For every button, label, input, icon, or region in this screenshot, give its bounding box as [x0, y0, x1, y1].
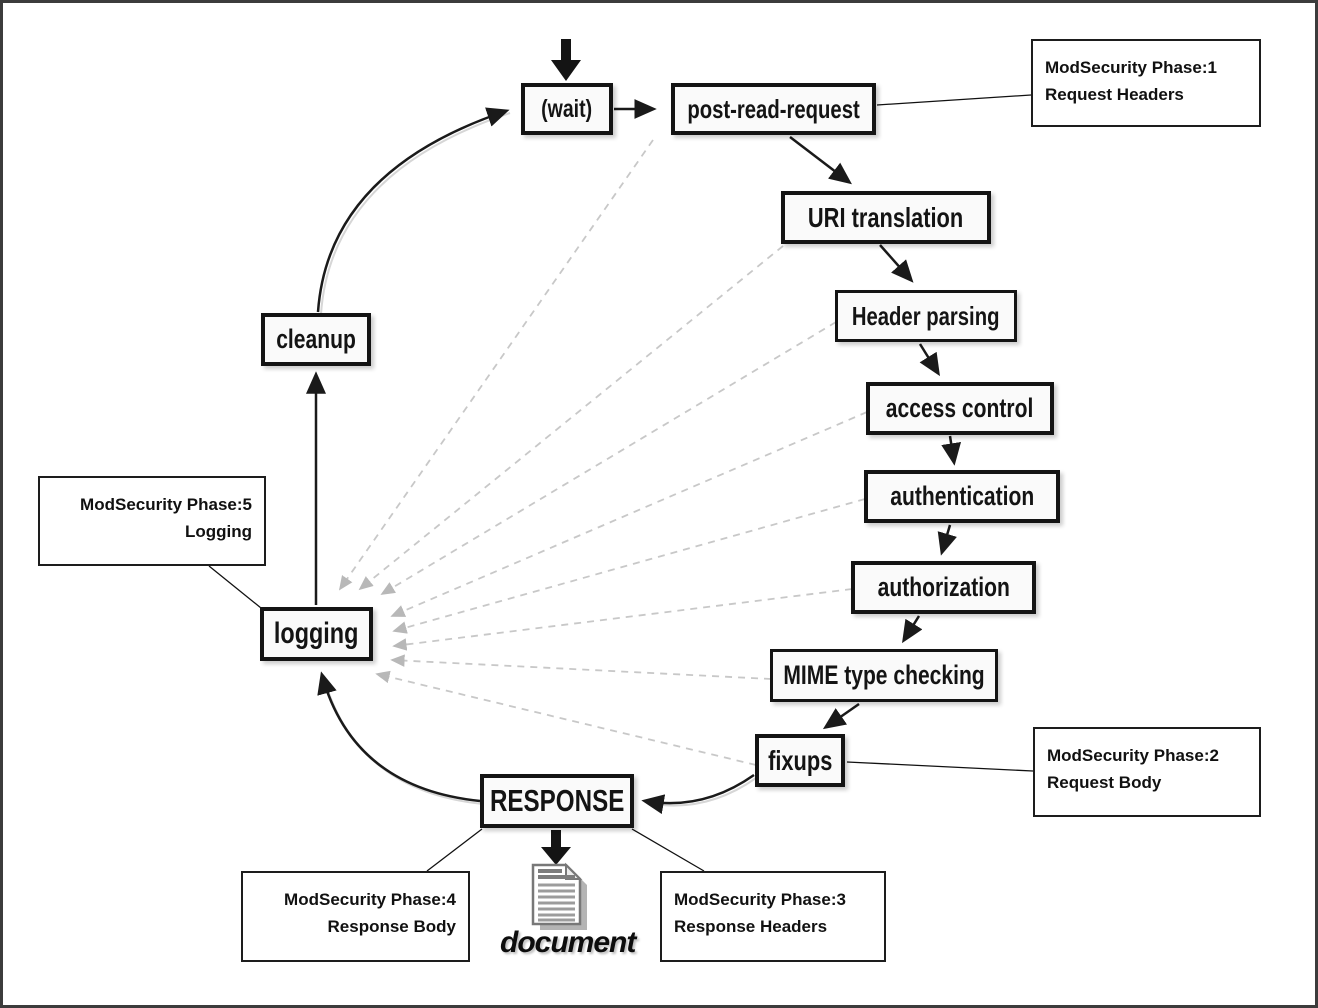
node-access-control-label: access control: [886, 393, 1034, 423]
callout-modsecurity-phase-4: ModSecurity Phase:4 Response Body: [241, 871, 470, 962]
node-logging: logging: [260, 607, 373, 661]
arrow-response-to-logging: [317, 671, 481, 803]
response-to-document-arrow-icon: [541, 830, 571, 865]
node-post-read-request: post-read-request: [671, 83, 876, 135]
node-authentication-label: authentication: [890, 481, 1034, 511]
node-cleanup: cleanup: [261, 313, 371, 366]
arc-shadows: [320, 112, 757, 807]
phase1-line2: Request Headers: [1045, 85, 1184, 105]
phase1-line1: ModSecurity Phase:1: [1045, 58, 1217, 77]
node-cleanup-label: cleanup: [276, 324, 356, 354]
node-mime-type-checking: MIME type checking: [770, 649, 998, 702]
node-post-read-request-label: post-read-request: [687, 93, 860, 124]
node-wait: (wait): [521, 83, 613, 135]
phase2-line2: Request Body: [1047, 773, 1162, 793]
phase5-line2: Logging: [184, 522, 252, 542]
node-response-label: RESPONSE: [489, 783, 625, 818]
dashed-post-read-to-logging: [338, 139, 654, 591]
node-logging-label: logging: [274, 617, 359, 650]
node-fixups-label: fixups: [767, 744, 833, 776]
phase2-line1: ModSecurity Phase:2: [1047, 746, 1219, 765]
dashed-auth-to-logging: [392, 498, 866, 634]
node-mime-type-checking-label: MIME type checking: [783, 660, 985, 690]
entry-arrow-icon: [551, 39, 581, 81]
callout-modsecurity-phase-1: ModSecurity Phase:1 Request Headers: [1031, 39, 1261, 127]
callout-modsecurity-phase-2: ModSecurity Phase:2 Request Body: [1033, 727, 1261, 817]
node-access-control: access control: [866, 382, 1054, 435]
phase4-line1: ModSecurity Phase:4: [284, 890, 456, 909]
arrow-mime-to-fixups: [822, 702, 860, 730]
arrow-uri-to-header: [879, 244, 914, 283]
node-authorization: authorization: [851, 561, 1036, 614]
arrow-cleanup-to-wait: [316, 107, 510, 313]
arrow-access-to-authn: [941, 435, 962, 466]
phase3-line1: ModSecurity Phase:3: [674, 890, 846, 909]
callout-modsecurity-phase-5: ModSecurity Phase:5 Logging: [38, 476, 266, 566]
node-header-parsing: Header parsing: [835, 290, 1017, 342]
arrow-authz-to-mime: [902, 615, 923, 644]
phase3-line2: Response Headers: [674, 917, 828, 937]
arrow-header-to-access: [918, 343, 940, 377]
document-icon: [531, 862, 587, 930]
node-uri-translation-label: URI translation: [808, 201, 964, 233]
leader-phase2: [846, 761, 1034, 772]
dashed-authz-to-logging: [392, 588, 853, 651]
phase5-line1: ModSecurity Phase:5: [80, 495, 252, 514]
node-wait-label: (wait): [541, 94, 593, 123]
arrow-fixups-to-response: [641, 773, 755, 815]
arrow-authn-to-authz: [937, 524, 957, 556]
leader-phase3: [631, 828, 705, 872]
node-header-parsing-label: Header parsing: [852, 300, 1000, 331]
document-label: document: [500, 926, 636, 959]
dashed-access-to-logging: [390, 411, 868, 617]
node-uri-translation: URI translation: [781, 191, 991, 244]
dashed-mime-to-logging: [390, 654, 772, 680]
dashed-header-to-logging: [380, 321, 837, 595]
node-response: RESPONSE: [480, 774, 634, 828]
node-authentication: authentication: [864, 470, 1060, 523]
leader-phase5: [208, 565, 262, 609]
phase4-line2: Response Body: [327, 917, 456, 937]
dashed-uri-to-logging: [358, 245, 784, 591]
dashed-fixups-to-logging: [375, 670, 757, 766]
node-fixups: fixups: [755, 734, 845, 787]
leader-phase4: [426, 828, 483, 872]
node-authorization-label: authorization: [877, 572, 1010, 602]
leader-phase1: [876, 94, 1032, 106]
callout-modsecurity-phase-3: ModSecurity Phase:3 Response Headers: [660, 871, 886, 962]
arrow-post-read-to-uri: [789, 136, 852, 185]
